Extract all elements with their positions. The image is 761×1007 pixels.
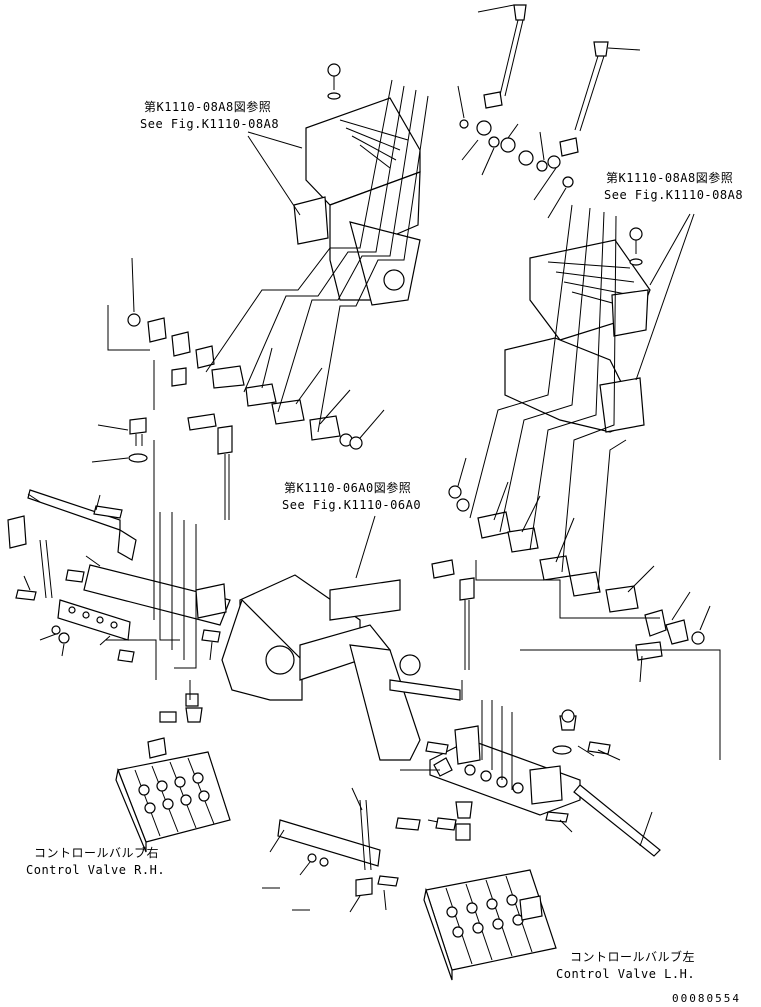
valve-rh-en: Control Valve R.H. (26, 863, 166, 877)
ref-top-right-en: See Fig.K1110-08A8 (604, 188, 744, 202)
bottom-linkage (159, 693, 473, 897)
ref-top-right-jp: 第K1110-08A8図参照 (606, 171, 734, 185)
left-linkage-plate (7, 489, 231, 663)
valve-lh-jp: コントロールバルブ左 (570, 950, 696, 964)
ref-top-left-en: See Fig.K1110-08A8 (140, 117, 280, 131)
control-valve-lh (423, 869, 557, 981)
ref-top-left-jp: 第K1110-08A8図参照 (144, 100, 272, 114)
ref-center-en: See Fig.K1110-06A0 (282, 498, 422, 512)
center-frame (221, 574, 461, 761)
control-rods (459, 4, 609, 188)
control-valve-rh (115, 737, 231, 853)
ref-center-jp: 第K1110-06A0図参照 (284, 481, 412, 495)
leader-lines (23, 4, 721, 913)
right-linkage-plate (425, 715, 661, 857)
valve-rh-jp: コントロールバルブ右 (34, 846, 160, 860)
drawing-number: 00080554 (672, 992, 741, 1005)
left-lever-bracket (293, 97, 421, 306)
left-levers (127, 313, 363, 520)
right-levers (431, 485, 705, 670)
valve-lh-en: Control Valve L.H. (556, 967, 696, 981)
fasteners (327, 63, 643, 723)
right-lever-bracket (504, 239, 651, 433)
